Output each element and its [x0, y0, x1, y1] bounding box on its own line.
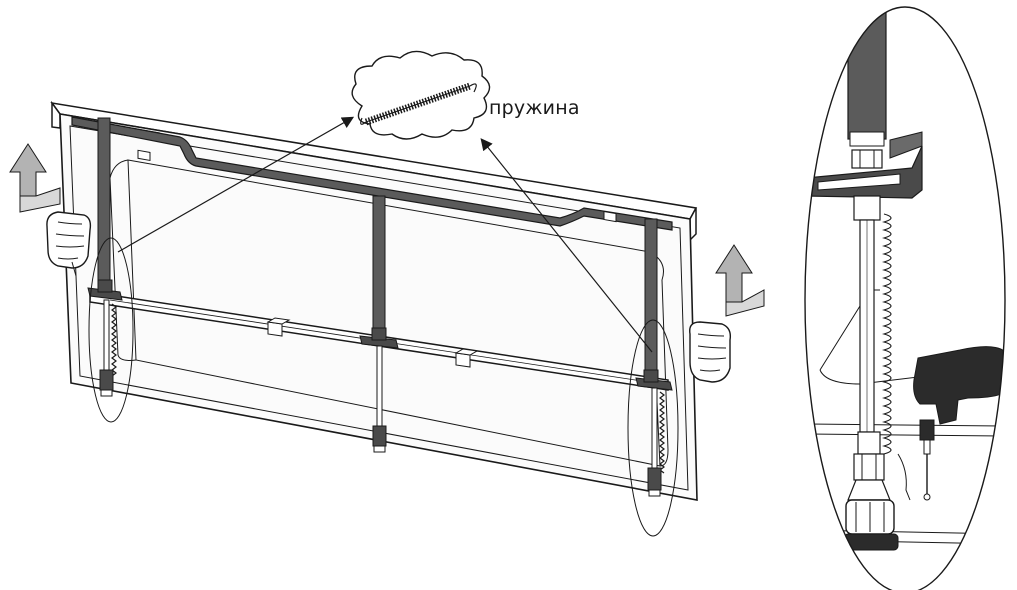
left-rod	[97, 117, 111, 289]
right-hand-icon	[689, 321, 732, 383]
center-bracket	[359, 327, 399, 349]
left-leg	[99, 299, 114, 397]
right-highlight-ellipse	[627, 319, 679, 537]
right-bracket	[635, 369, 673, 391]
top-guide-rail	[71, 116, 673, 231]
right-leg	[647, 387, 662, 497]
left-bracket	[87, 279, 123, 301]
left-pointer-arrow	[117, 116, 355, 253]
center-rod	[372, 195, 386, 335]
detail-view	[804, 6, 1006, 590]
right-spring	[659, 391, 665, 474]
left-arrow-up-icon	[9, 143, 61, 213]
right-arrow-up-icon	[715, 244, 765, 317]
spring-callout-cloud	[351, 50, 491, 140]
spring-label: пружина	[489, 97, 580, 119]
right-pointer-arrow	[480, 138, 653, 353]
left-highlight-ellipse	[88, 237, 134, 423]
drill-icon	[913, 346, 1005, 501]
left-hand-icon	[46, 211, 92, 277]
center-leg	[372, 345, 387, 453]
left-spring	[111, 303, 117, 377]
spring-icon	[360, 82, 477, 126]
